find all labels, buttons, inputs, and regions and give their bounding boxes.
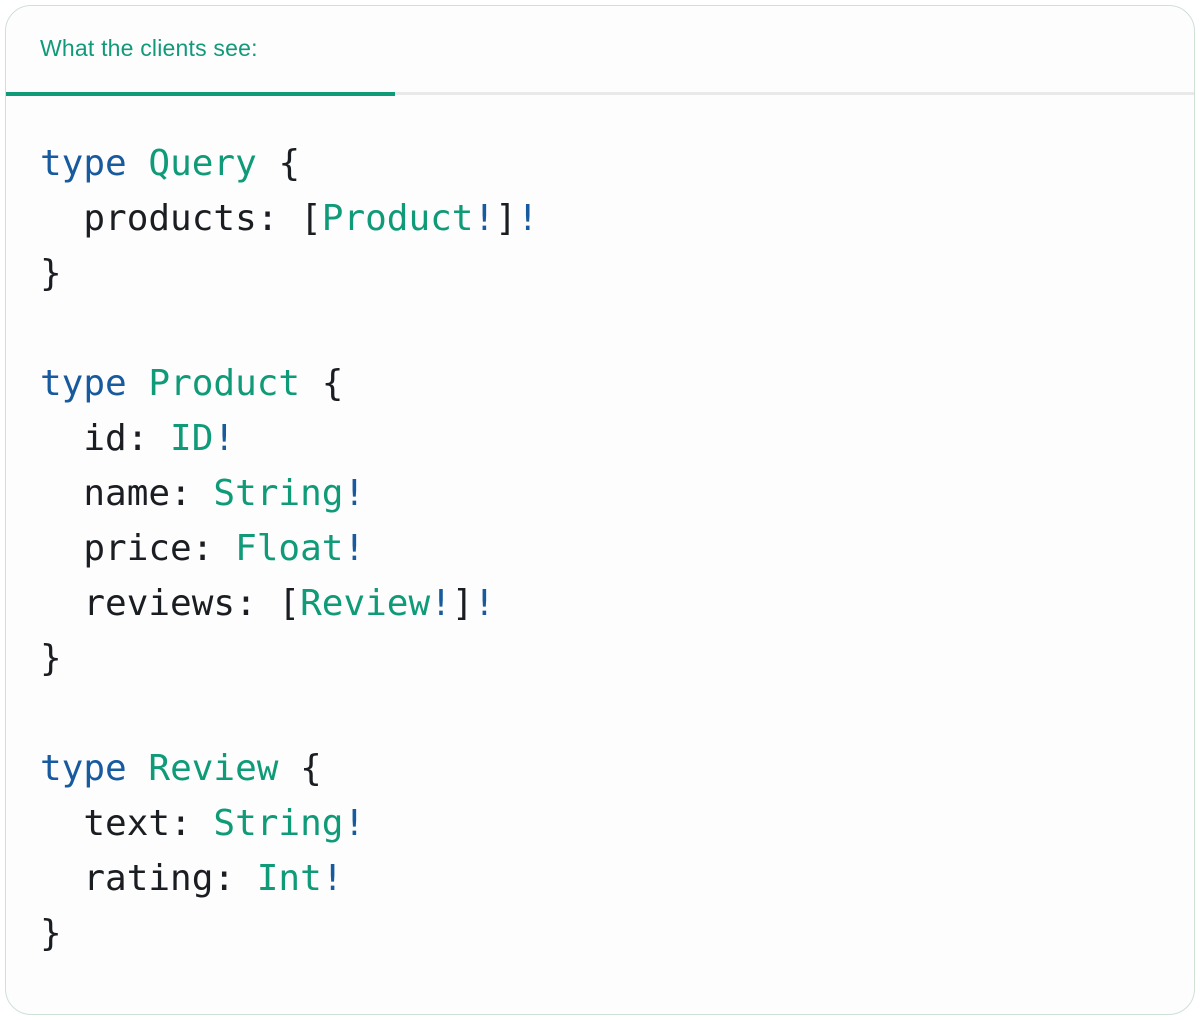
code-token-type: Review — [300, 583, 431, 624]
code-line: type Query { — [40, 136, 1174, 191]
code-token-kw: ! — [343, 473, 366, 514]
code-line: reviews: [Review!]! — [40, 576, 1174, 631]
code-token-plain: { — [300, 363, 344, 404]
code-token-plain: products: [ — [40, 198, 322, 239]
code-token-kw: ! — [473, 583, 496, 624]
code-line: id: ID! — [40, 411, 1174, 466]
code-token-plain: price: — [40, 528, 236, 569]
code-token-plain: id: — [40, 418, 171, 459]
code-line: name: String! — [40, 466, 1174, 521]
code-line: } — [40, 631, 1174, 686]
code-line: type Product { — [40, 356, 1174, 411]
code-token-plain: name: — [40, 473, 214, 514]
code-line: type Review { — [40, 741, 1174, 796]
code-block: type Query { products: [Product!]!} type… — [6, 95, 1194, 981]
code-token-kw: ! — [213, 418, 236, 459]
code-token-plain: { — [256, 143, 301, 184]
code-token-type: ID — [170, 418, 214, 459]
code-token-type: Float — [235, 528, 344, 569]
code-token-plain: ] — [451, 583, 474, 624]
code-token-plain — [127, 363, 149, 404]
code-token-type: String — [213, 803, 344, 844]
code-token-type: Int — [256, 858, 322, 899]
schema-panel-card: What the clients see: type Query { produ… — [5, 5, 1195, 1015]
code-token-kw: type — [40, 143, 127, 184]
code-token-type: Product — [321, 198, 474, 239]
code-token-kw: ! — [321, 858, 344, 899]
code-token-plain: } — [40, 253, 62, 294]
code-token-plain: rating: — [40, 858, 257, 899]
code-token-type: Review — [148, 748, 279, 789]
panel-header: What the clients see: — [6, 6, 1194, 96]
code-line — [40, 686, 1174, 741]
code-token-plain: text: — [40, 803, 214, 844]
code-token-type: Product — [148, 363, 301, 404]
code-token-kw: ! — [473, 198, 496, 239]
code-token-plain: } — [40, 638, 62, 679]
code-token-kw: ! — [343, 528, 366, 569]
code-token-kw: type — [40, 748, 127, 789]
code-token-kw: ! — [430, 583, 452, 624]
code-line: text: String! — [40, 796, 1174, 851]
code-token-kw: ! — [343, 803, 366, 844]
code-token-type: String — [213, 473, 344, 514]
code-token-plain — [127, 748, 149, 789]
code-line: } — [40, 246, 1174, 301]
code-token-plain: { — [278, 748, 322, 789]
code-token-kw: type — [40, 363, 127, 404]
code-token-kw: ! — [516, 198, 539, 239]
code-token-plain: ] — [495, 198, 517, 239]
code-line: price: Float! — [40, 521, 1174, 576]
code-line — [40, 301, 1174, 356]
code-token-type: Query — [148, 143, 257, 184]
code-line: products: [Product!]! — [40, 191, 1174, 246]
code-line: } — [40, 906, 1174, 961]
tab-what-clients-see[interactable]: What the clients see: — [6, 6, 395, 96]
tab-label: What the clients see: — [40, 35, 258, 62]
code-token-plain: reviews: [ — [40, 583, 301, 624]
code-line: rating: Int! — [40, 851, 1174, 906]
code-token-plain: } — [40, 913, 62, 954]
code-token-plain — [127, 143, 149, 184]
